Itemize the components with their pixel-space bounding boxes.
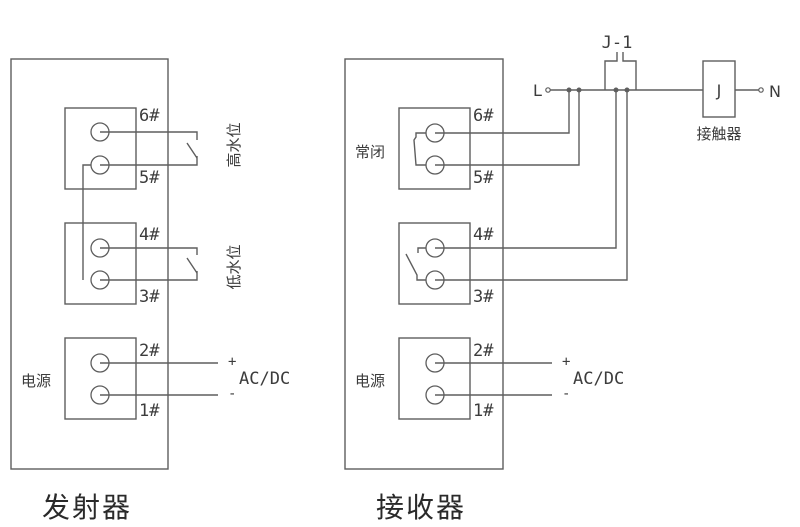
receiver-supply-label: AC/DC	[573, 369, 624, 389]
receiver-wire-5	[435, 90, 580, 166]
transmitter-power-label: 电源	[21, 372, 51, 390]
j1-contact-right	[622, 52, 637, 90]
receiver-wire-4	[435, 90, 617, 249]
transmitter-terminal-block-6-5	[64, 107, 137, 190]
receiver-label-6: 6#	[473, 106, 494, 126]
high-level-switch-contact	[186, 142, 198, 159]
transmitter-label-3: 3#	[139, 287, 160, 307]
junction-dot-3	[624, 87, 630, 93]
receiver-power-label: 电源	[355, 372, 385, 390]
receiver: 6# 5# 4# 3# 2# 1# 常闭 电源 + - AC/DC 接收器	[344, 58, 628, 524]
contactor-label: 接触器	[696, 125, 741, 143]
j1-contact-left	[604, 52, 618, 90]
transmitter-title: 发射器	[42, 491, 132, 524]
transmitter-supply-label: AC/DC	[239, 369, 290, 389]
receiver-label-4: 4#	[473, 225, 494, 245]
transmitter-wire-5-to-3	[82, 156, 198, 280]
neutral-label: N	[769, 82, 781, 101]
neutral-terminal-dot	[758, 87, 764, 93]
transmitter-label-6: 6#	[139, 106, 160, 126]
contactor-coil	[702, 60, 736, 118]
receiver-terminal-block-4-3	[398, 222, 471, 305]
receiver-title: 接收器	[376, 491, 466, 524]
receiver-terminal-block-6-5	[398, 107, 471, 190]
receiver-nc-label: 常闭	[355, 143, 385, 161]
control-circuit: L J-1 J 接触器 N	[533, 33, 781, 143]
transmitter-label-1: 1#	[139, 401, 160, 421]
junction-dot-6	[566, 87, 572, 93]
receiver-supply-minus: -	[562, 386, 570, 402]
receiver-housing	[344, 58, 504, 470]
receiver-terminal-leads	[435, 132, 444, 396]
transmitter-terminal-leads	[100, 131, 109, 396]
junction-dot-5	[576, 87, 582, 93]
transmitter-housing	[10, 58, 169, 470]
transmitter-supply-plus: +	[228, 354, 236, 370]
j1-contact-label: J-1	[602, 33, 633, 53]
transmitter-label-4: 4#	[139, 225, 160, 245]
transmitter-label-2: 2#	[139, 341, 160, 361]
receiver-wire-3	[435, 90, 628, 281]
transmitter-wire-6	[100, 131, 198, 140]
low-level-label: 低水位	[225, 244, 243, 289]
high-level-label: 高水位	[225, 122, 243, 167]
transmitter-label-5: 5#	[139, 168, 160, 188]
transmitter: 6# 5# 4# 3# 2# 1# 高水位 低水位 电源 + - AC/DC 发…	[10, 58, 290, 524]
line-terminal-dot	[545, 87, 551, 93]
receiver-label-5: 5#	[473, 168, 494, 188]
contactor-coil-label: J	[716, 81, 722, 100]
transmitter-wire-3	[100, 271, 198, 281]
transmitter-supply-minus: -	[228, 386, 236, 402]
receiver-supply-plus: +	[562, 354, 570, 370]
transmitter-wire-4	[100, 247, 198, 255]
receiver-no-contact-blade	[405, 253, 426, 281]
receiver-no-contact-top	[417, 247, 426, 253]
low-level-switch-contact	[186, 257, 198, 274]
receiver-label-3: 3#	[473, 287, 494, 307]
receiver-label-1: 1#	[473, 401, 494, 421]
receiver-nc-contact	[413, 132, 426, 166]
transmitter-terminal-block-4-3	[64, 222, 137, 305]
receiver-label-2: 2#	[473, 341, 494, 361]
line-label: L	[533, 81, 542, 100]
receiver-power-block	[398, 337, 471, 420]
transmitter-power-block	[64, 337, 137, 420]
junction-dot-4	[613, 87, 619, 93]
receiver-wire-6	[435, 90, 570, 134]
